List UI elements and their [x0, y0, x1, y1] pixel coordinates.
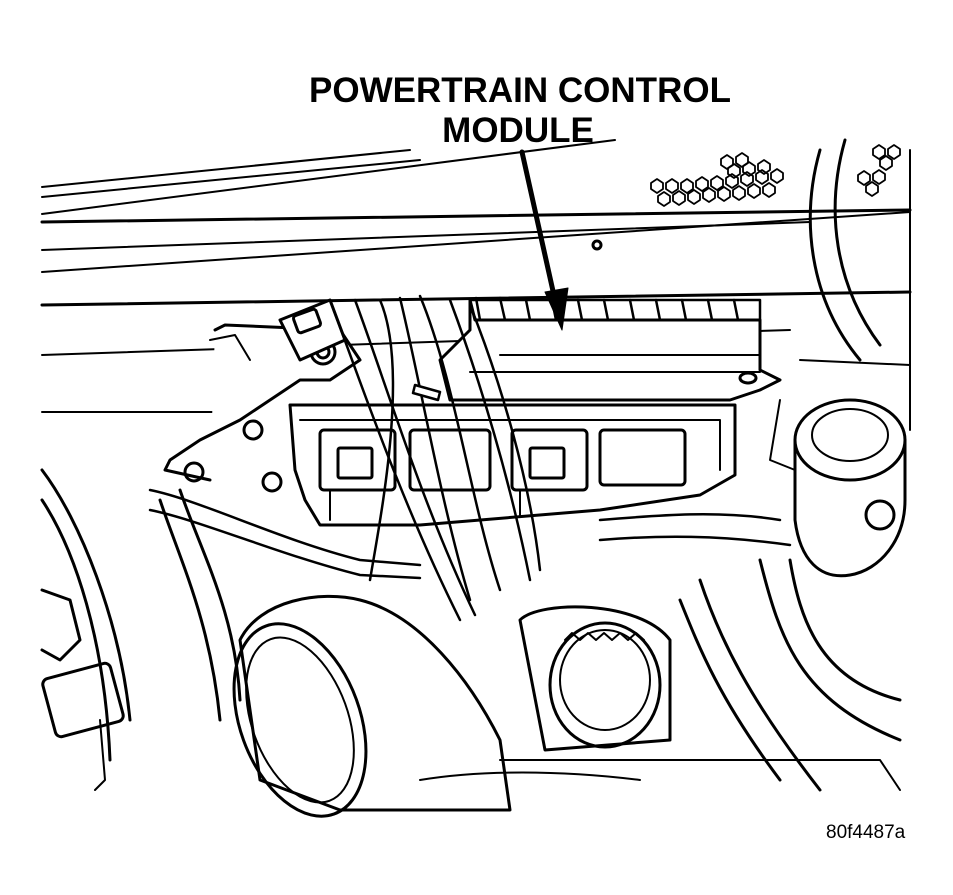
wire-harness — [150, 296, 790, 620]
callout-label-line-1: POWERTRAIN CONTROL — [309, 71, 731, 110]
left-side-components — [41, 470, 130, 790]
pcm-connector-housing — [290, 405, 735, 525]
figure-id: 80f4487a — [826, 822, 906, 843]
pcm-module — [440, 298, 780, 400]
callout-label-line-2: MODULE — [442, 111, 594, 150]
vent-hex-pattern — [651, 145, 900, 206]
cowl-panel — [42, 140, 910, 430]
intake-duct — [160, 490, 510, 834]
lower-frame — [420, 760, 900, 790]
right-reservoir — [680, 400, 905, 790]
callout-arrow — [522, 152, 568, 330]
reservoir-cap — [520, 607, 670, 750]
